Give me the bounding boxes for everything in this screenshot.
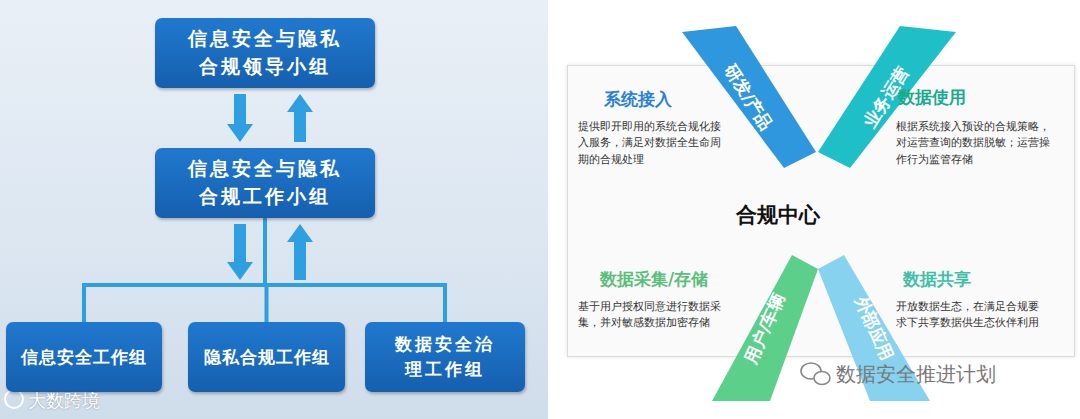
group-box: 隐私合规工作组 bbox=[188, 322, 345, 392]
section-body: 基于用户授权同意进行数据采集，并对敏感数据加密存储 bbox=[578, 298, 730, 331]
section-body: 开放数据生态，在满足合规要求下共享数据供生态伙伴利用 bbox=[896, 298, 1046, 331]
bus-connector bbox=[84, 218, 265, 322]
watermark: 大数跨境 bbox=[28, 387, 138, 415]
watermark-icon bbox=[5, 390, 23, 408]
section-heading: 系统接入 bbox=[604, 86, 734, 112]
node-label: 信息安全工作组 bbox=[14, 345, 154, 370]
group-box: 信息安全与隐私 合规工作小组 bbox=[155, 148, 375, 218]
section-heading: 数据采集/存储 bbox=[600, 266, 740, 292]
block-arrow bbox=[227, 94, 253, 142]
section-body: 根据系统接入预设的合规策略，对运营查询的数据脱敏；运营操作行为监管存储 bbox=[896, 118, 1054, 167]
section-heading: 数据共享 bbox=[903, 266, 1033, 292]
chevron-fill bbox=[712, 255, 818, 401]
down-block-arrow bbox=[227, 224, 253, 280]
center-title: 合规中心 bbox=[718, 201, 838, 229]
block-arrow bbox=[287, 94, 313, 142]
group-box: 信息安全与隐私 合规领导小组 bbox=[155, 18, 375, 88]
section-heading: 数据使用 bbox=[898, 84, 1028, 110]
group-box: 数据安全治理工作组 bbox=[365, 322, 525, 392]
node-label: 数据安全治理工作组 bbox=[392, 332, 498, 381]
up-block-arrow bbox=[287, 224, 313, 280]
bus-connector bbox=[265, 218, 445, 322]
node-label: 隐私合规工作组 bbox=[197, 345, 337, 370]
node-label: 信息安全与隐私 合规领导小组 bbox=[183, 25, 347, 80]
section-body: 提供即开即用的系统合规化接入服务，满足对数据全生命周期的合规处理 bbox=[578, 118, 730, 167]
group-box: 信息安全工作组 bbox=[6, 322, 162, 392]
chevron-arrow: 用户/车辆 bbox=[712, 255, 818, 401]
node-label: 信息安全与隐私 合规工作小组 bbox=[183, 155, 347, 210]
wechat-icon bbox=[814, 372, 830, 385]
watermark: 数据安全推进计划 bbox=[836, 359, 1056, 390]
